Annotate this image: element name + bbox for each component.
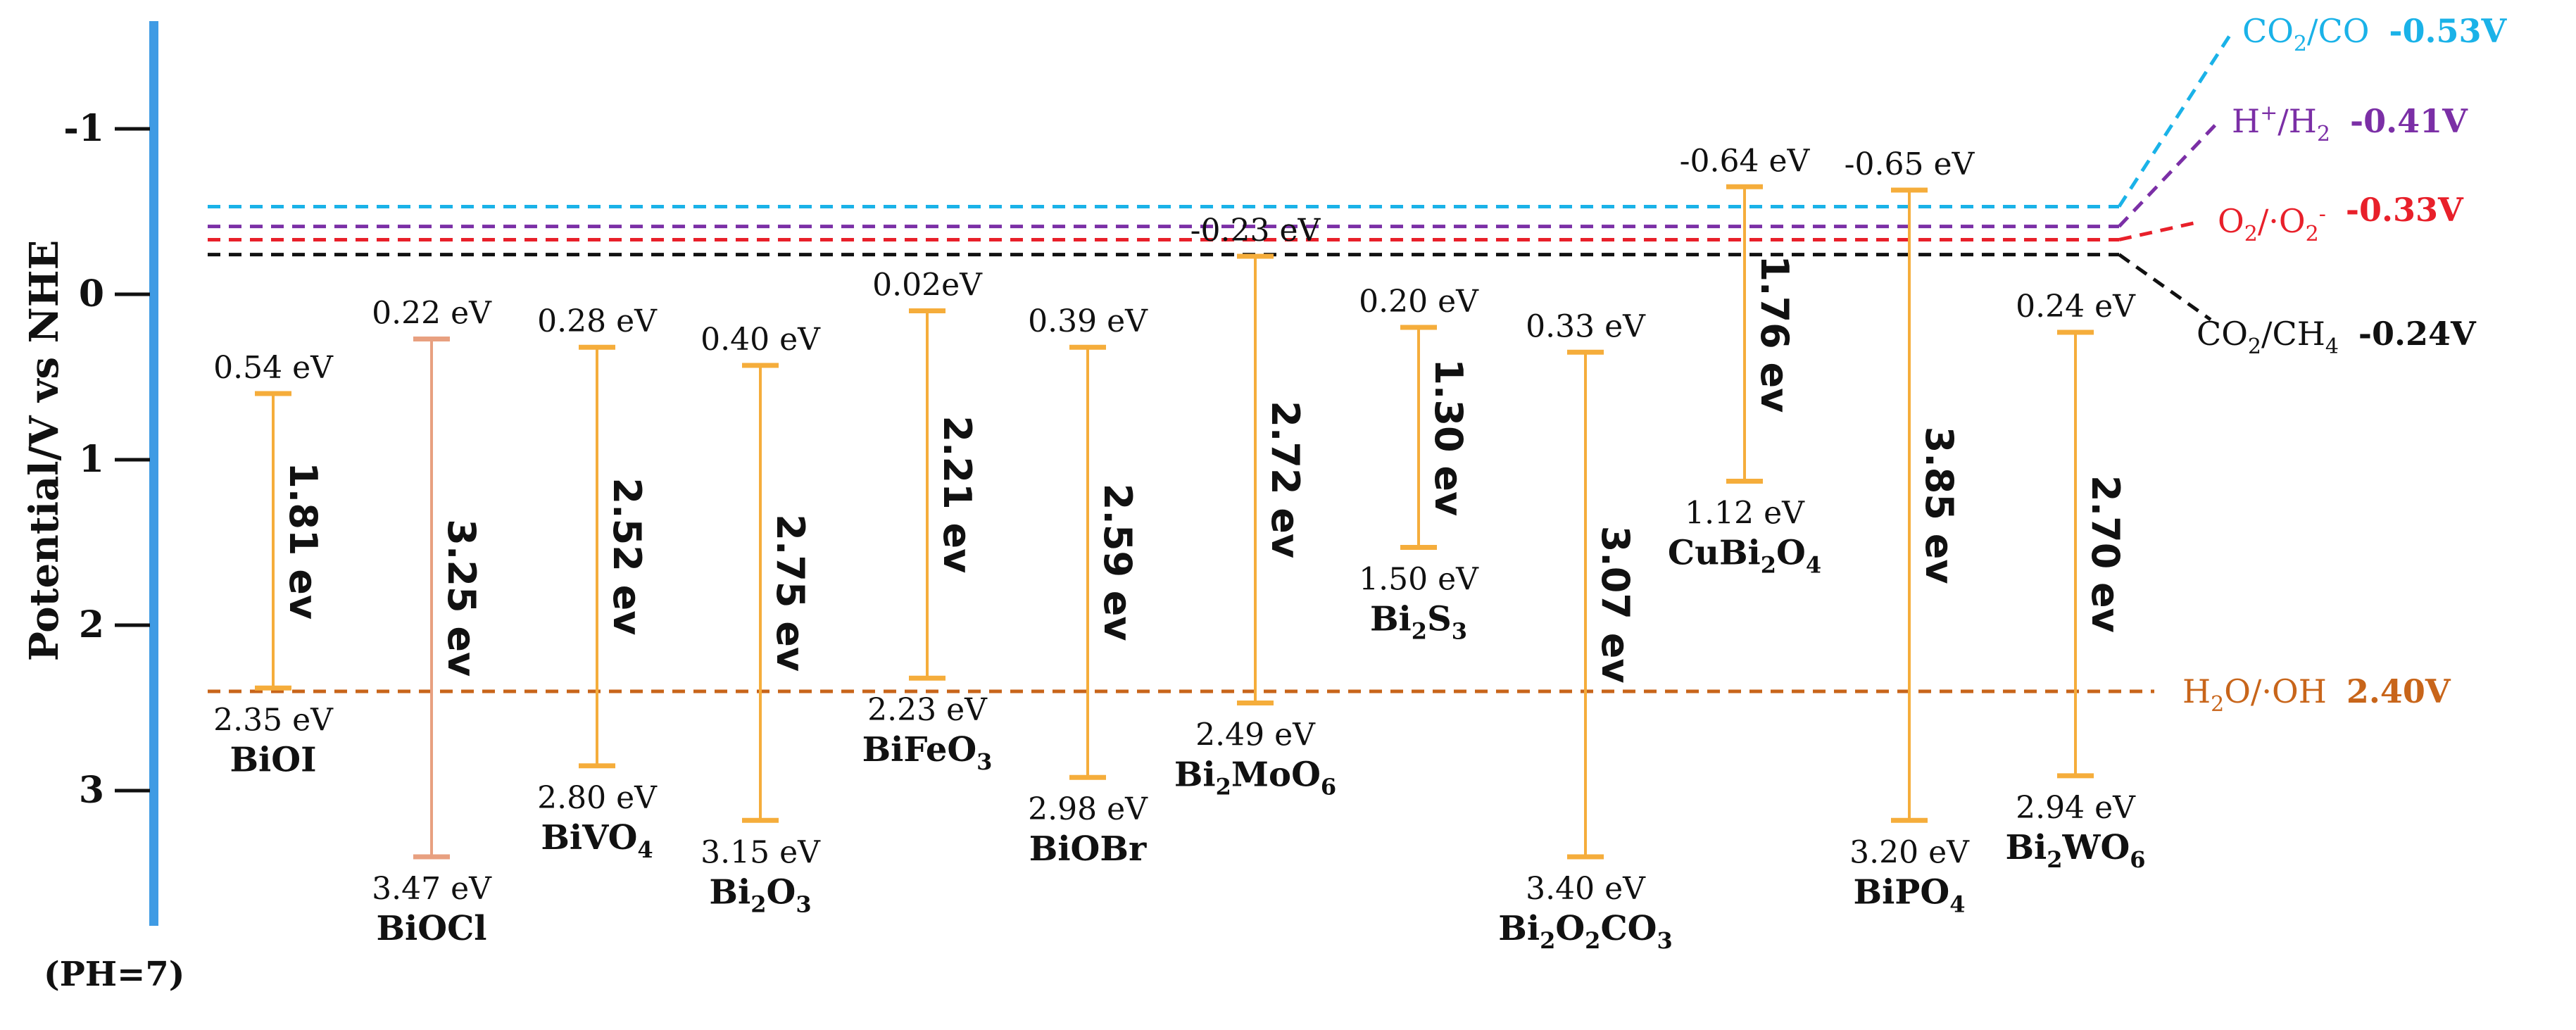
reference-leader-line [2118, 220, 2197, 241]
band-gap-label: 3.25 ev [439, 519, 484, 677]
cb-value-label: 0.24 eV [2016, 289, 2136, 325]
band-gap-label: 2.52 ev [605, 478, 649, 636]
material-name-label: Bi2MoO6 [1174, 755, 1336, 800]
cb-value-label: -0.64 eV [1680, 143, 1811, 179]
y-axis [149, 21, 158, 926]
vb-value-label: 3.40 eV [1526, 871, 1646, 907]
band-gap-label: 2.72 ev [1263, 401, 1307, 558]
cb-value-label: -0.23 eV [1190, 213, 1321, 249]
cb-value-label: 0.39 eV [1028, 303, 1148, 339]
vb-value-label: 1.50 eV [1359, 562, 1479, 598]
y-tick-label: 0 [79, 272, 104, 315]
cb-value-label: 0.40 eV [700, 322, 821, 358]
vb-value-label: 2.98 eV [1028, 791, 1148, 827]
material-name-label: BiVO4 [541, 818, 653, 863]
reference-line-label: H+/H2-0.41V [2232, 101, 2468, 146]
cb-value-label: 0.54 eV [213, 350, 334, 386]
cb-value-label: 0.02eV [872, 268, 983, 303]
band-gap-label: 1.30 ev [1426, 358, 1471, 516]
material-name-label: Bi2O2CO3 [1498, 909, 1672, 954]
cb-value-label: -0.65 eV [1845, 146, 1975, 182]
reference-leader-line [2118, 121, 2219, 228]
reference-leader-line [2118, 253, 2212, 322]
y-tick-label: 3 [79, 769, 104, 812]
reference-line-label: CO2/CO-0.53V [2242, 12, 2508, 56]
band-gap-label: 1.81 ev [281, 462, 325, 620]
material-name-label: BiPO4 [1854, 872, 1966, 917]
cb-value-label: 0.28 eV [537, 303, 658, 339]
ph-note: (PH=7) [44, 955, 184, 994]
band-gap-label: 1.76 ev [1752, 255, 1797, 413]
vb-value-label: 3.47 eV [372, 871, 492, 907]
band-gap-label: 2.75 ev [768, 514, 812, 672]
cb-value-label: 0.22 eV [372, 295, 492, 331]
band-gap-label: 2.21 ev [935, 415, 979, 573]
material-name-label: BiOBr [1029, 829, 1147, 869]
vb-value-label: 2.35 eV [213, 702, 334, 738]
band-gap-label: 3.07 ev [1593, 526, 1638, 684]
material-name-label: CuBi2O4 [1668, 534, 1821, 579]
material-name-label: Bi2S3 [1370, 600, 1467, 645]
vb-value-label: 2.80 eV [537, 780, 658, 816]
band-gap-label: 2.70 ev [2083, 475, 2128, 633]
y-tick-label: 1 [79, 438, 104, 481]
y-axis-label: Potential/V vs NHE [21, 240, 68, 662]
y-tick-label: 2 [79, 603, 104, 646]
reference-line-label: O2/·O2--0.33V [2218, 191, 2464, 246]
cb-value-label: 0.33 eV [1526, 308, 1646, 344]
material-name-label: BiFeO3 [862, 730, 993, 775]
reference-line-label: CO2/CH4-0.24V [2197, 315, 2477, 359]
material-name-label: Bi2O3 [709, 872, 811, 917]
y-tick-label: -1 [63, 107, 104, 150]
material-name-label: BiOI [230, 740, 316, 779]
vb-value-label: 3.15 eV [700, 834, 821, 870]
vb-value-label: 1.12 eV [1685, 496, 1805, 532]
band-gap-label: 2.59 ev [1095, 484, 1140, 641]
material-name-label: Bi2WO6 [2005, 828, 2145, 873]
material-name-label: BiOCl [376, 909, 486, 948]
vb-value-label: 2.94 eV [2016, 790, 2136, 826]
cb-value-label: 0.20 eV [1359, 284, 1479, 320]
vb-value-label: 2.23 eV [867, 692, 988, 728]
vb-value-label: 3.20 eV [1849, 834, 1970, 870]
band-gap-label: 3.85 ev [1917, 427, 1961, 584]
vb-value-label: 2.49 eV [1195, 717, 1316, 753]
reference-leader-line [2117, 31, 2234, 208]
